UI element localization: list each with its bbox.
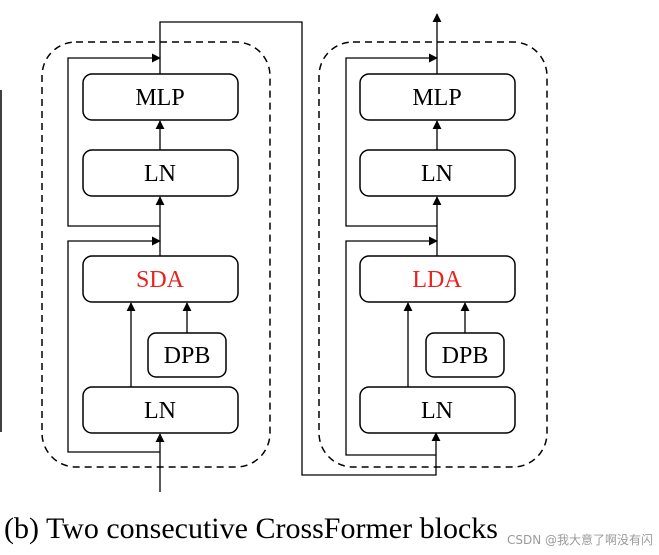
figure-caption: (b) Two consecutive CrossFormer blocks <box>4 512 498 545</box>
block-1-to-block-2-connector <box>159 21 441 476</box>
block-1-residual-1 <box>67 236 161 453</box>
crossformer-block-1: MLP LN SDA DPB LN <box>41 21 441 492</box>
watermark-text: CSDN @我大意了啊没有闪 <box>507 532 653 547</box>
block-1-dpb-label: DPB <box>164 343 211 369</box>
block-2-residual-1 <box>345 236 438 456</box>
block-2-ln-bottom-box <box>359 386 516 434</box>
crossformer-block-2: MLP LN LDA DPB LN <box>318 13 548 468</box>
block-1-ln-bottom-label: LN <box>144 398 176 424</box>
block-2-dpb-label: DPB <box>442 343 489 369</box>
block-2-ln-bottom-label: LN <box>421 398 453 424</box>
block-1-mlp-label: MLP <box>135 85 184 111</box>
block-1-ln-bottom-box <box>82 386 239 434</box>
block-1-attention-label: SDA <box>136 267 185 293</box>
block-2-residual-2 <box>345 53 438 227</box>
block-2-ln-top-label: LN <box>421 161 453 187</box>
block-2-mlp-label: MLP <box>412 85 461 111</box>
block-2-attention-label: LDA <box>412 267 462 293</box>
block-1-residual-2 <box>67 53 161 227</box>
block-1-ln-top-label: LN <box>144 161 176 187</box>
